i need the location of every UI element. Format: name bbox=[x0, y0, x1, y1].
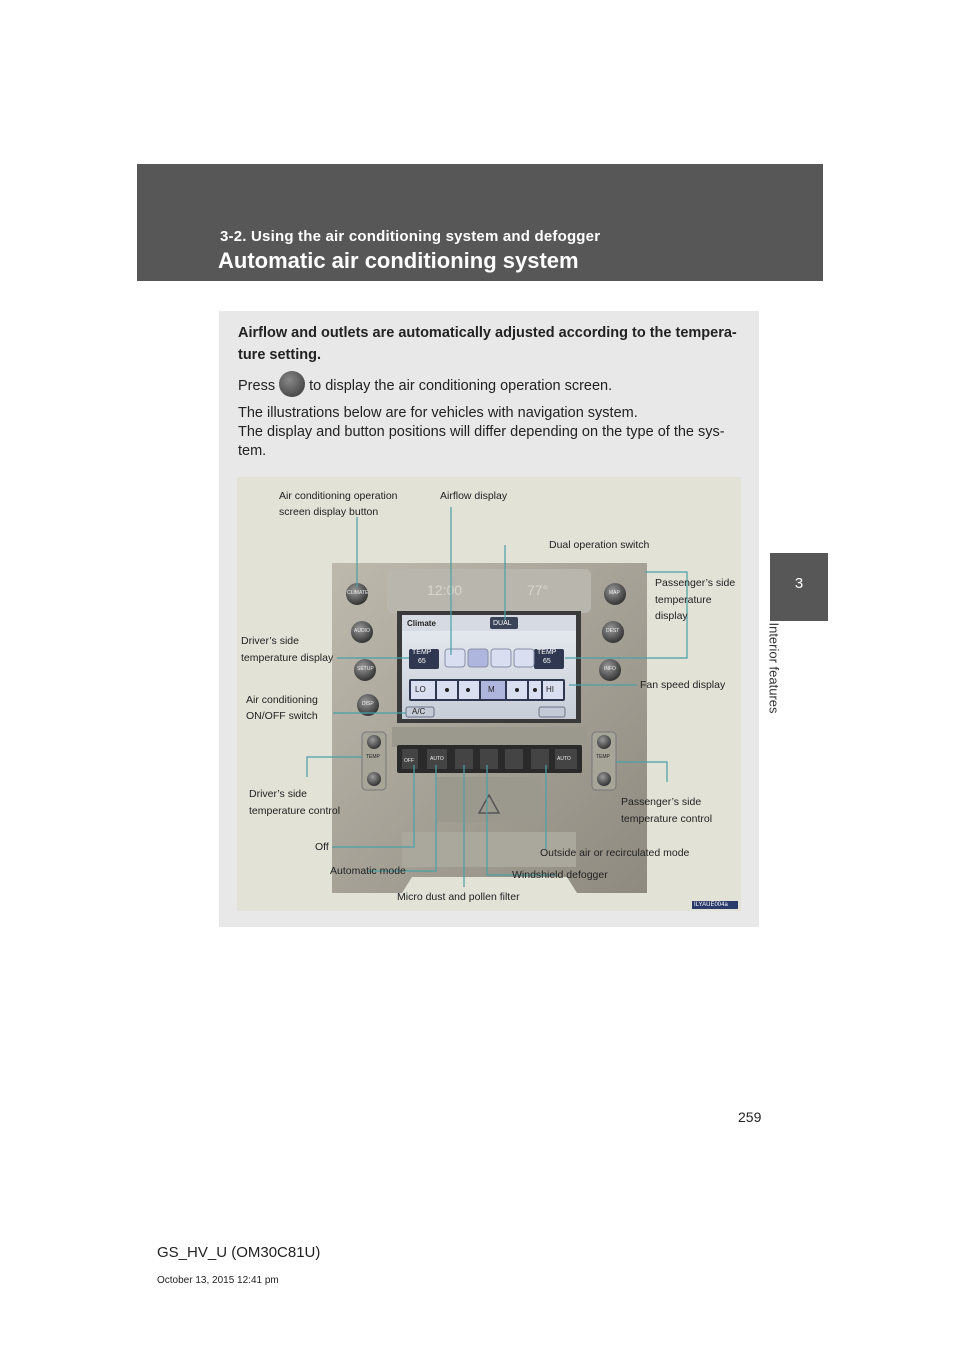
driver-temp-label: TEMP bbox=[412, 649, 432, 656]
map-knob bbox=[604, 583, 626, 605]
label-auto-mode: Automatic mode bbox=[330, 865, 406, 877]
label-ac-onoff-1: Air conditioning bbox=[246, 694, 318, 706]
fan-lo[interactable]: LO bbox=[415, 685, 426, 694]
intro-line-2: ture setting. bbox=[238, 347, 321, 363]
auto-button-right[interactable]: AUTO bbox=[557, 756, 571, 762]
auto-button-left[interactable]: AUTO bbox=[430, 756, 444, 762]
fan-m[interactable]: M bbox=[488, 685, 495, 694]
temp-rocker-left[interactable]: TEMP bbox=[366, 754, 380, 760]
disp-button[interactable]: DISP bbox=[362, 701, 374, 707]
callout-lines bbox=[306, 507, 688, 887]
page-title: Automatic air conditioning system bbox=[218, 248, 579, 273]
label-ac-screen-button-2: screen display button bbox=[279, 506, 379, 518]
footer-model: GS_HV_U (OM30C81U) bbox=[157, 1244, 321, 1261]
label-pass-temp-display-2: temperature bbox=[655, 594, 712, 606]
press-before: Press bbox=[238, 377, 276, 394]
chapter-number: 3 bbox=[794, 575, 804, 592]
climate-panel-figure: 12:00 77° bbox=[237, 477, 741, 911]
chapter-label: Interior features bbox=[766, 622, 782, 714]
info-knob bbox=[599, 659, 621, 681]
svg-text:77°: 77° bbox=[527, 582, 548, 598]
label-ac-onoff-2: ON/OFF switch bbox=[246, 710, 318, 722]
note-line-2: The display and button positions will di… bbox=[238, 424, 725, 440]
label-pass-temp-display-1: Passenger’s side bbox=[655, 577, 736, 589]
setup-knob bbox=[354, 659, 376, 681]
press-instruction: Press to display the air conditioning ope… bbox=[238, 371, 748, 399]
intro-line-1: Airflow and outlets are automatically ad… bbox=[238, 325, 737, 341]
note-line-1: The illustrations below are for vehicles… bbox=[238, 405, 638, 421]
map-button[interactable]: MAP bbox=[609, 590, 620, 596]
dest-knob bbox=[602, 621, 624, 643]
passenger-temp-label: TEMP bbox=[537, 649, 557, 656]
off-button[interactable]: OFF bbox=[404, 758, 414, 764]
page-number: 259 bbox=[738, 1109, 762, 1125]
label-pass-temp-display-3: display bbox=[655, 610, 688, 622]
press-after: to display the air conditioning operatio… bbox=[309, 377, 613, 394]
climate-button[interactable]: CLIMATE bbox=[347, 590, 369, 596]
audio-button[interactable]: AUDIO bbox=[354, 628, 370, 634]
label-off: Off bbox=[315, 841, 329, 853]
label-outside-air: Outside air or recirculated mode bbox=[540, 847, 690, 859]
driver-temp-value: 65 bbox=[418, 658, 426, 665]
climate-button-icon bbox=[279, 371, 306, 397]
audio-knob bbox=[351, 621, 373, 643]
screen-title: Climate bbox=[407, 619, 436, 628]
fan-hi[interactable]: HI bbox=[546, 685, 554, 694]
label-micro-dust: Micro dust and pollen filter bbox=[397, 891, 520, 903]
figure-code: ILYAUE004a bbox=[694, 902, 728, 908]
temp-rocker-right[interactable]: TEMP bbox=[596, 754, 610, 760]
chapter-tab: 3 bbox=[770, 553, 828, 621]
figure-code-badge bbox=[692, 901, 738, 909]
note-line-3: tem. bbox=[238, 443, 267, 459]
dual-switch[interactable]: DUAL bbox=[493, 620, 512, 627]
ac-switch[interactable]: A/C bbox=[412, 707, 426, 716]
setup-button[interactable]: SETUP bbox=[357, 666, 374, 672]
panel-illustration: 12:00 77° bbox=[306, 507, 738, 909]
label-driver-temp-display-1: Driver’s side bbox=[241, 635, 299, 647]
page-header: 3-2. Using the air conditioning system a… bbox=[137, 164, 823, 281]
label-airflow-display: Airflow display bbox=[440, 490, 508, 502]
label-ac-screen-button-1: Air conditioning operation bbox=[279, 490, 398, 502]
label-windshield: Windshield defogger bbox=[512, 869, 608, 881]
label-pass-temp-control-1: Passenger’s side bbox=[621, 796, 702, 808]
label-driver-temp-display-2: temperature display bbox=[241, 652, 334, 664]
svg-text:12:00: 12:00 bbox=[427, 582, 462, 598]
dest-button[interactable]: DEST bbox=[606, 628, 620, 634]
passenger-temp-value: 65 bbox=[543, 658, 551, 665]
top-display bbox=[387, 569, 591, 613]
footer-date: October 13, 2015 12:41 pm bbox=[157, 1275, 279, 1286]
section-heading: 3-2. Using the air conditioning system a… bbox=[220, 228, 601, 245]
label-driver-temp-control-1: Driver’s side bbox=[249, 788, 307, 800]
disp-knob bbox=[357, 694, 379, 716]
climate-knob bbox=[346, 583, 368, 605]
label-fan-speed: Fan speed display bbox=[640, 679, 726, 691]
label-dual-switch: Dual operation switch bbox=[549, 539, 650, 551]
label-driver-temp-control-2: temperature control bbox=[249, 805, 341, 817]
info-button[interactable]: INFO bbox=[604, 666, 616, 672]
label-pass-temp-control-2: temperature control bbox=[621, 813, 713, 825]
